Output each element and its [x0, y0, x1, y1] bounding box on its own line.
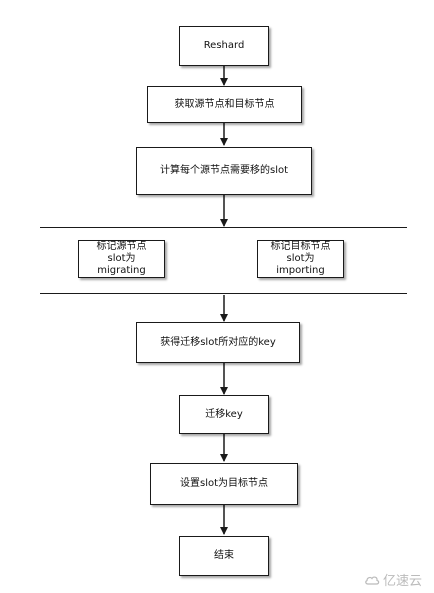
node-get-source-target: 获取源节点和目标节点 — [147, 86, 302, 123]
mark-target-line-3: importing — [276, 265, 325, 276]
node-compute-slots-label: 计算每个源节点需要移的slot — [159, 165, 289, 176]
fork-bar — [40, 227, 407, 228]
cloud-logo-icon — [365, 576, 380, 585]
node-reshard-label: Reshard — [203, 40, 245, 51]
node-get-source-target-label: 获取源节点和目标节点 — [174, 98, 275, 110]
mark-source-line-3: migrating — [97, 265, 146, 276]
mark-source-line-1: 标记源节点 — [96, 241, 147, 252]
mark-target-line-2: slot为 — [286, 253, 315, 264]
watermark: 亿速云 — [364, 570, 422, 589]
join-bar — [40, 293, 407, 294]
node-set-slot-target-label: 设置slot为目标节点 — [179, 478, 269, 489]
node-mark-target-importing: 标记目标节点 slot为 importing — [257, 240, 344, 278]
node-migrate-key: 迁移key — [179, 395, 269, 434]
node-end-label: 结束 — [214, 550, 234, 561]
mark-source-line-2: slot为 — [107, 253, 136, 264]
node-compute-slots: 计算每个源节点需要移的slot — [136, 147, 312, 195]
node-set-slot-target: 设置slot为目标节点 — [150, 463, 298, 505]
node-get-slot-keys: 获得迁移slot所对应的key — [136, 322, 300, 363]
node-end: 结束 — [179, 536, 269, 576]
node-reshard: Reshard — [179, 26, 269, 66]
node-mark-source-migrating: 标记源节点 slot为 migrating — [78, 240, 165, 278]
mark-target-line-1: 标记目标节点 — [270, 241, 331, 252]
watermark-text: 亿速云 — [382, 574, 422, 589]
node-get-slot-keys-label: 获得迁移slot所对应的key — [160, 336, 276, 348]
node-migrate-key-label: 迁移key — [205, 408, 243, 420]
